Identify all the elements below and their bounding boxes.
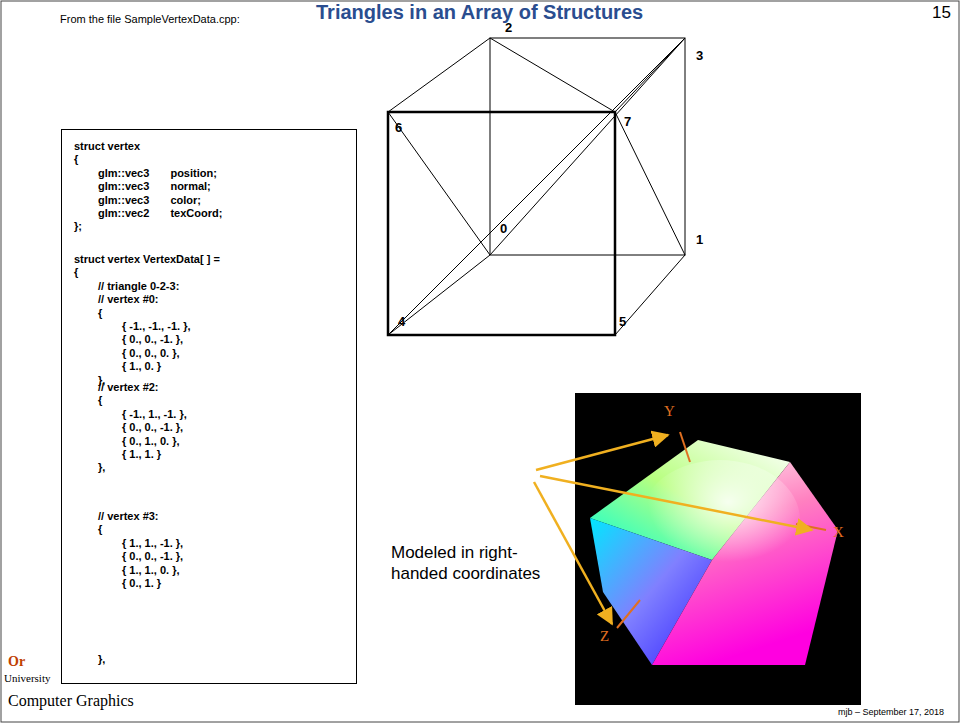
source-note: From the file SampleVertexData.cpp: [60,13,240,25]
code-line: }; [74,220,82,233]
page-number: 15 [932,3,951,23]
code-line: { [98,523,102,536]
code-line: struct vertex VertexData[ ] = [74,253,220,266]
vertex-number: 1 [696,232,703,247]
code-line: struct vertex [74,140,140,153]
code-line: // vertex #0: [98,293,159,306]
axis-label: X [833,524,844,541]
slide-title: Triangles in an Array of Structures [316,1,643,24]
institution-name: Or [8,654,25,670]
department-name: Computer Graphics [8,692,134,710]
vertex-number: 5 [619,314,626,329]
code-line: { [98,394,102,407]
vertex-number: 4 [398,314,405,329]
callout-text: Modeled in right-handed coordinates [391,542,541,584]
code-line: // triangle 0-2-3: [98,280,179,293]
callout-arrows [534,435,812,624]
axis-label: Z [600,628,609,645]
code-line: glm::vec3 color; [98,194,201,207]
code-line: { 1., 1., -1. }, [122,537,183,550]
code-line: { [98,307,102,320]
code-listing-box: struct vertex{glm::vec3 position;glm::ve… [61,129,357,684]
code-line: { [74,153,78,166]
code-line: { 1., 1., 0. }, [122,564,179,577]
code-line: // vertex #2: [98,381,159,394]
institution-name: University [4,672,50,684]
vertex-number: 0 [500,221,507,236]
code-line: }, [98,461,105,474]
footer-date: mjb – September 17, 2018 [838,707,944,717]
code-line: { 0., 0., -1. }, [122,550,183,563]
code-line: glm::vec2 texCoord; [98,207,222,220]
code-line: // vertex #3: [98,510,159,523]
render-background [575,393,861,705]
code-line: { 0., 0., -1. }, [122,333,183,346]
color-cube [590,440,838,665]
vertex-number: 3 [696,48,703,63]
code-line: { 0., 1., 0. }, [122,435,179,448]
code-line: { 0., 0., 0. }, [122,347,179,360]
wireframe-cube [388,38,685,335]
vertex-number: 7 [624,114,631,129]
code-line: { 1., 1. } [122,448,161,461]
code-line: { -1., 1., -1. }, [122,408,187,421]
code-line: { 0., 1. } [122,577,161,590]
code-line: { [74,266,78,279]
axis-label: Y [664,403,675,420]
code-line: { 1., 0. } [122,360,161,373]
code-line: glm::vec3 normal; [98,180,211,193]
code-line: { 0., 0., -1. }, [122,421,183,434]
vertex-number: 2 [505,20,512,35]
code-line: { -1., -1., -1. }, [122,320,190,333]
axis-lines [617,432,826,628]
vertex-number: 6 [395,120,402,135]
code-line: }, [98,653,105,666]
code-line: glm::vec3 position; [98,167,217,180]
